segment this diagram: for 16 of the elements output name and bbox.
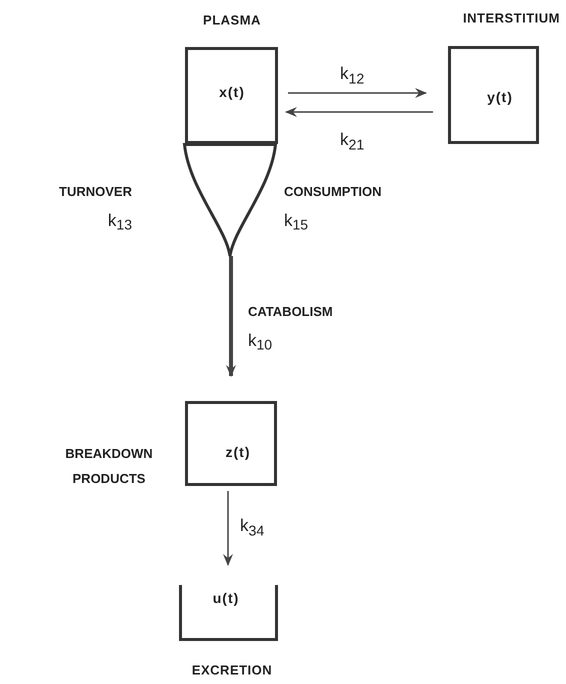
arrow	[223, 491, 233, 566]
arrow	[288, 88, 427, 98]
compartment-heading: EXCRETION	[192, 662, 272, 678]
arrow	[285, 107, 433, 117]
compartment-heading: PLASMA	[203, 12, 261, 28]
funnel-shape	[183, 143, 277, 256]
compartment-box	[185, 47, 278, 144]
compartment-box	[448, 46, 539, 144]
variable-label: z(t)	[226, 444, 250, 460]
open-container	[179, 585, 278, 641]
arrow	[226, 256, 236, 377]
variable-label: u(t)	[212, 590, 240, 606]
variable-label: y(t)	[487, 89, 513, 105]
variable-label: x(t)	[219, 84, 245, 100]
compartment-heading: INTERSTITIUM	[463, 10, 560, 26]
compartment-box	[185, 401, 277, 486]
